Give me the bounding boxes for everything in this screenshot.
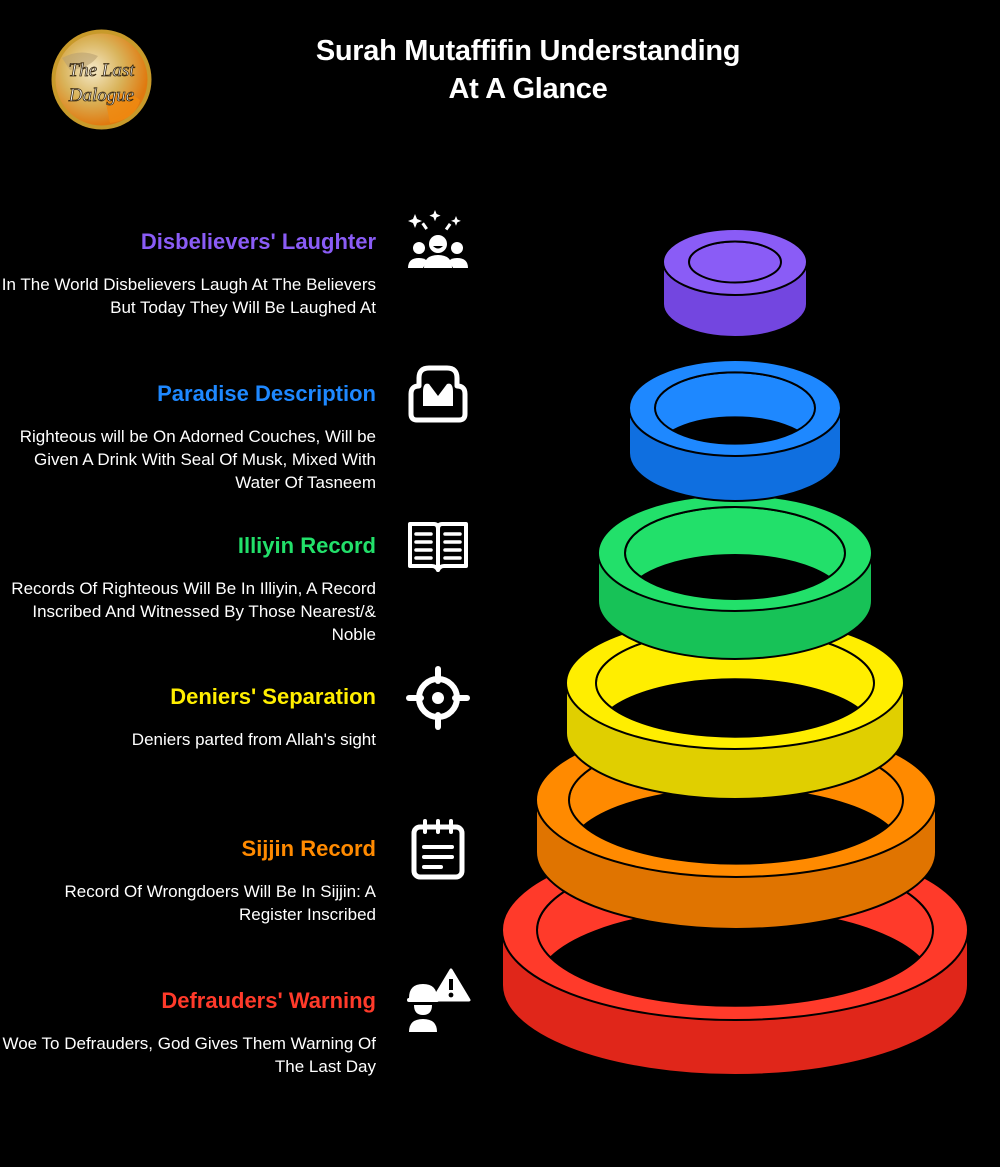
item-heading: Defrauders' Warning (161, 988, 376, 1013)
calendar-notes-icon (411, 819, 465, 880)
couch-icon (408, 365, 468, 423)
item-disbelievers-laughter: Disbelievers' Laughter In The World Disb… (0, 229, 376, 319)
item-heading: Paradise Description (157, 381, 376, 406)
item-paradise-description: Paradise Description Righteous will be O… (0, 381, 376, 494)
ring-stack (501, 228, 969, 1076)
item-description: Woe To Defrauders, God Gives Them Warnin… (2, 1034, 376, 1076)
item-description: Record Of Wrongdoers Will Be In Sijjin: … (64, 882, 376, 924)
title-line-2: At A Glance (448, 73, 608, 105)
title-line-1: Surah Mutaffifin Understanding (315, 35, 741, 67)
laughing-people-icon (408, 210, 468, 268)
ring-paradise-description (628, 359, 842, 502)
item-description: Righteous will be On Adorned Couches, Wi… (19, 427, 376, 492)
logo: The Last Dalogue (51, 29, 152, 130)
item-deniers-separation: Deniers' Separation Deniers parted from … (0, 684, 376, 751)
item-description: Records Of Righteous Will Be In Illiyin,… (11, 579, 376, 644)
worker-warning-icon (407, 968, 471, 1032)
item-heading: Deniers' Separation (170, 684, 376, 709)
item-heading: Disbelievers' Laughter (140, 229, 376, 254)
item-illiyin-record: Illiyin Record Records Of Righteous Will… (0, 533, 376, 646)
page-title: Surah Mutaffifin Understanding At A Glan… (228, 32, 828, 108)
ring-illiyin-record (597, 494, 873, 660)
item-sijjin-record: Sijjin Record Record Of Wrongdoers Will … (0, 836, 376, 926)
item-description: Deniers parted from Allah's sight (131, 730, 376, 749)
item-description: In The World Disbelievers Laugh At The B… (1, 275, 376, 317)
item-defrauders-warning: Defrauders' Warning Woe To Defrauders, G… (0, 988, 376, 1078)
open-book-icon (408, 522, 468, 572)
ring-disbelievers-laughter (662, 228, 808, 338)
item-heading: Sijjin Record (241, 836, 376, 861)
logo-text-line2: Dalogue (68, 85, 134, 106)
item-heading: Illiyin Record (237, 533, 376, 558)
logo-text-line1: The Last (69, 60, 136, 81)
crosshair-icon (406, 666, 470, 730)
